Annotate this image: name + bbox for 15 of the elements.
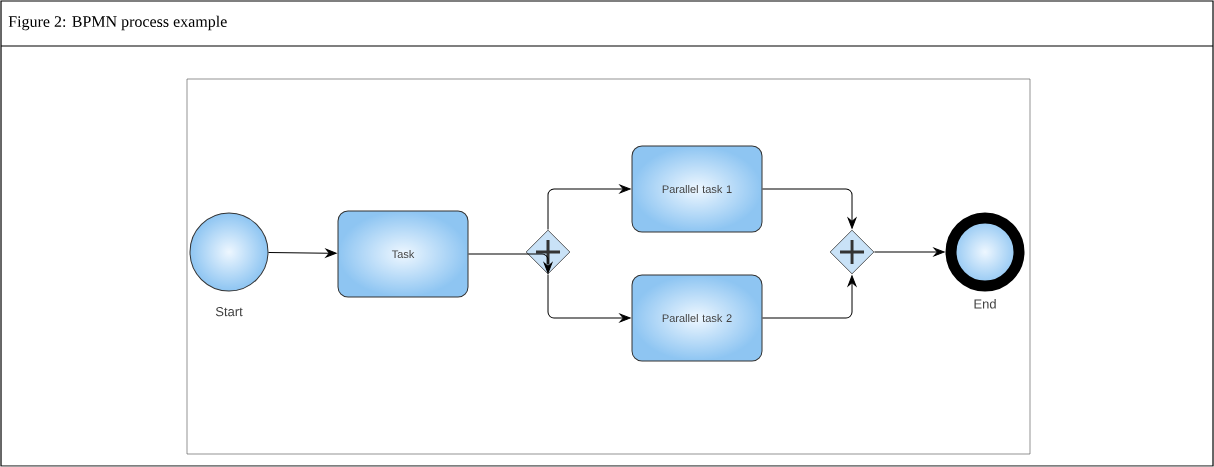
- caption-text: Figure 2: BPMN process example: [8, 15, 227, 31]
- arrow: [547, 184, 631, 231]
- node-label: Start: [215, 307, 243, 317]
- arrow: [762, 275, 857, 319]
- task-box: Parallel task 2: [631, 274, 763, 362]
- arrow: [547, 273, 631, 323]
- arrow: [873, 247, 945, 257]
- node-label: End: [974, 299, 996, 309]
- task-box: Task: [337, 210, 469, 298]
- arrow: [268, 248, 337, 258]
- gateway-diamond: [829, 229, 875, 275]
- arrow: [468, 253, 553, 274]
- task-box: Parallel task 1: [631, 145, 763, 233]
- arrow: [762, 188, 857, 229]
- gateway-diamond: [525, 229, 571, 275]
